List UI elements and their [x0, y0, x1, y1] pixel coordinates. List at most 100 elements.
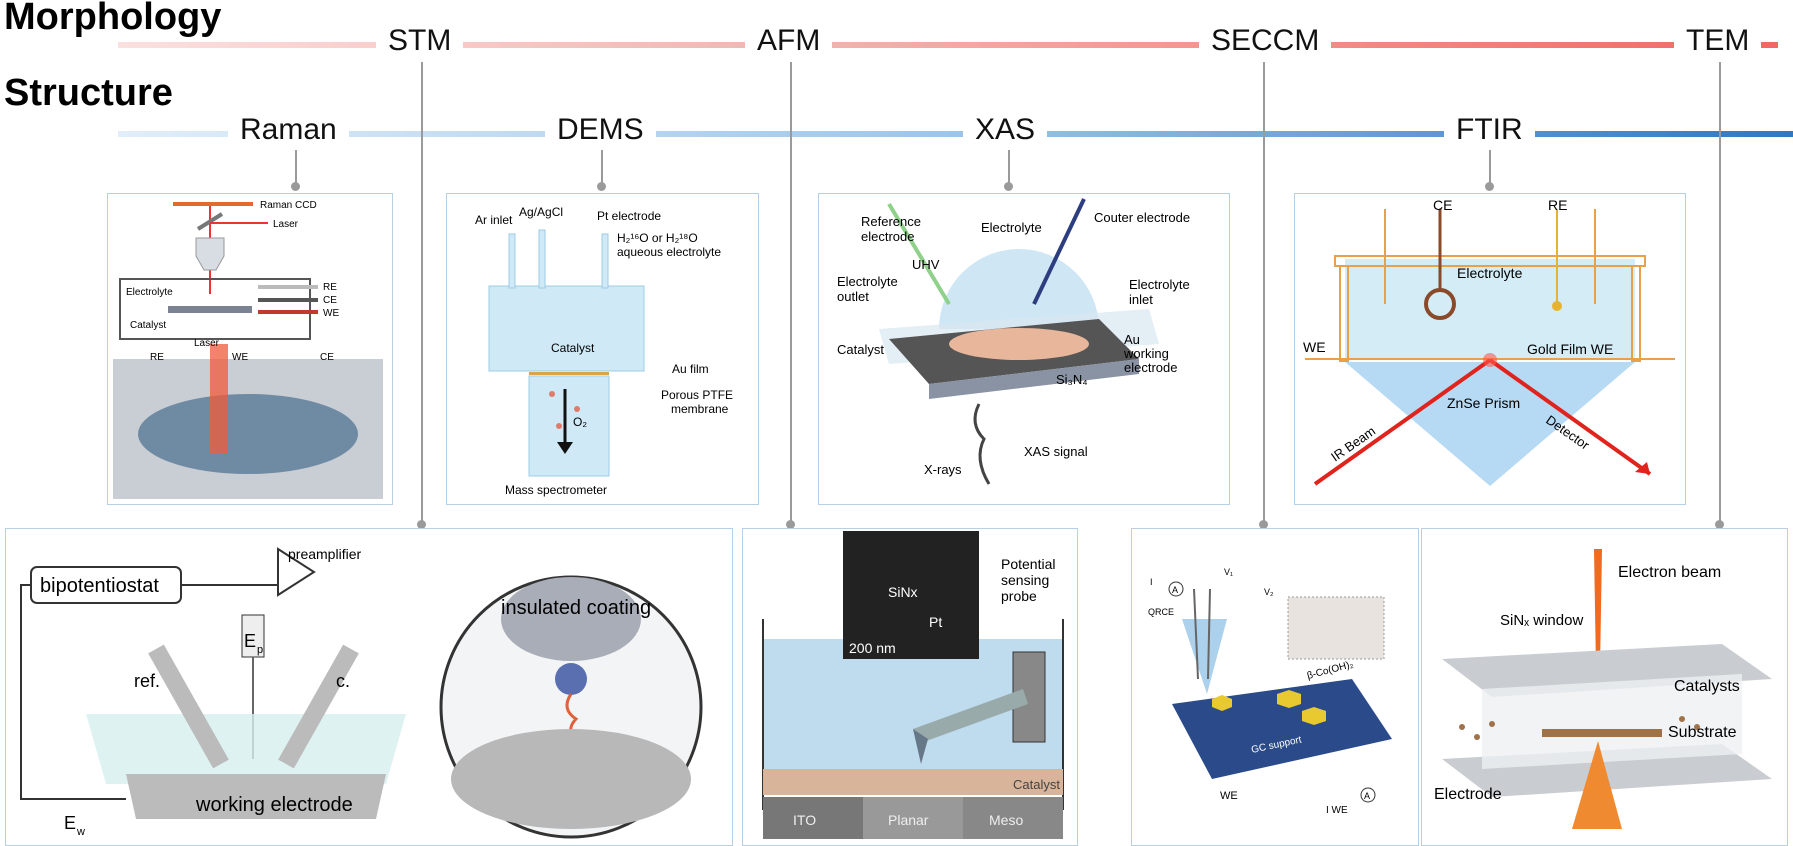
xas-au-label-3: electrode — [1124, 360, 1177, 375]
seccm-ammeter-label: A — [1172, 585, 1178, 595]
dems-aqueous-label: aqueous electrolyte — [617, 245, 721, 259]
tem-diagram: Electron beam SiNₓ window Catalysts Subs… — [1434, 549, 1772, 829]
xas-connector — [1008, 150, 1010, 186]
stm-connector-dot — [417, 520, 426, 529]
afm-ito-sample — [763, 797, 863, 839]
tem-catalyst-particle — [1489, 721, 1495, 727]
stm-ref-label: ref. — [134, 671, 160, 691]
raman-ccd-bar — [173, 202, 253, 206]
raman-panel: Raman CCD Laser Electrolyte Catalyst RE … — [107, 193, 393, 505]
seccm-optical-inset — [1287, 596, 1385, 660]
dems-o2-bubble — [574, 406, 580, 412]
afm-probe-label-1: Potential — [1001, 556, 1055, 572]
dems-ar-tube — [508, 233, 516, 289]
tech-xas: XAS — [963, 113, 1048, 147]
ftir-we-label: WE — [1303, 339, 1326, 355]
seccm-flake — [1212, 695, 1232, 711]
afm-sem-inset — [843, 531, 979, 659]
ftir-cell-right-wall — [1631, 265, 1641, 362]
tech-raman: Raman — [228, 113, 349, 147]
xas-connector-dot — [1004, 182, 1013, 191]
dems-o2-label: O₂ — [573, 415, 587, 429]
seccm-ammeter — [1168, 581, 1184, 597]
stm-connector — [421, 62, 423, 522]
raman-re-label: RE — [323, 282, 337, 293]
ftir-panel: CE RE Electrolyte WE Gold Film WE ZnSe P… — [1294, 193, 1686, 505]
afm-probe-label-2: sensing — [1001, 572, 1049, 588]
seccm-connector-dot — [1259, 520, 1268, 529]
tem-catalyst-particle — [1694, 724, 1700, 730]
tem-transmitted-cone — [1572, 741, 1622, 829]
afm-sinx-label: SiNx — [888, 584, 918, 600]
xas-panel: Reference electrode Electrolyte Couter e… — [818, 193, 1230, 505]
dems-ptfe-label-2: membrane — [671, 402, 729, 416]
stm-ew-sub: w — [76, 826, 85, 838]
ftir-diagram: CE RE Electrolyte WE Gold Film WE ZnSe P… — [1303, 197, 1675, 486]
stm-ew-label: E — [64, 813, 76, 833]
stm-ep-sub: p — [257, 644, 263, 656]
stm-reference-electrode — [148, 644, 229, 769]
seccm-qrce-wire — [1207, 588, 1211, 680]
ftir-ce-ring — [1424, 288, 1456, 320]
afm-probe-label-3: probe — [1001, 588, 1037, 604]
afm-tip — [913, 729, 928, 764]
raman-connector-dot — [291, 182, 300, 191]
stm-working-electrode — [126, 774, 386, 819]
xas-catalyst-label: Catalyst — [837, 342, 884, 357]
afm-meso-label: Meso — [989, 812, 1023, 828]
stm-c-label: c. — [336, 671, 350, 691]
dems-pt-label: Pt electrode — [597, 209, 661, 223]
xas-au-label-2: working — [1123, 346, 1169, 361]
dems-agcl-tube — [538, 229, 546, 289]
afm-diagram: SiNx Pt 200 nm Potential sensing probe C… — [762, 531, 1064, 839]
dems-o2-arrowhead — [557, 442, 573, 454]
ftir-ce-label: CE — [1433, 197, 1452, 213]
raman-laser-label: Laser — [273, 219, 299, 230]
dems-diagram: Ar inlet Ag/AgCl Pt electrode H₂¹⁶O or H… — [475, 205, 733, 497]
afm-connector-dot — [786, 520, 795, 529]
raman-electrolyte-label: Electrolyte — [126, 287, 173, 298]
afm-catalyst-layer — [763, 769, 1063, 795]
afm-meso-sample — [963, 797, 1063, 839]
xas-si3n4-label: Si₃N₄ — [1056, 372, 1088, 387]
xas-cell-side — [929, 359, 1139, 399]
dems-ar-label: Ar inlet — [475, 213, 513, 227]
dems-panel: Ar inlet Ag/AgCl Pt electrode H₂¹⁶O or H… — [446, 193, 759, 505]
afm-scale-label: 200 nm — [849, 640, 896, 656]
seccm-v1-label: V₁ — [1224, 567, 1233, 577]
tech-seccm: SECCM — [1199, 24, 1332, 58]
ftir-connector-dot — [1485, 182, 1494, 191]
seccm-we-label: WE — [1220, 790, 1238, 802]
raman-photo-laser — [210, 344, 228, 454]
stm-we-wire — [20, 584, 126, 800]
afm-catalyst-label: Catalyst — [1013, 777, 1060, 792]
stm-panel: bipotentiostat preamplifier E p working … — [5, 528, 733, 846]
raman-connector — [295, 150, 297, 186]
afm-planar-label: Planar — [888, 812, 929, 828]
tem-catalysts-label: Catalysts — [1674, 678, 1740, 695]
stm-ep-label: E — [244, 631, 256, 651]
seccm-panel: I A V₁ V₂ QRCE GC support β-Co(OH)₂ WE A… — [1131, 528, 1419, 846]
morphology-band — [118, 42, 1778, 48]
raman-objective — [195, 237, 225, 271]
afm-panel: SiNx Pt 200 nm Potential sensing probe C… — [742, 528, 1078, 846]
stm-electrolyte — [86, 714, 406, 784]
xas-electrolyte-label: Electrolyte — [981, 220, 1042, 235]
seccm-v2-label: V₂ — [1264, 587, 1274, 597]
stm-preamplifier-label: preamplifier — [288, 546, 361, 562]
xas-outlet-label-1: Electrolyte — [837, 274, 898, 289]
dems-ms-label: Mass spectrometer — [505, 483, 607, 497]
ftir-cell-left-wall — [1339, 265, 1349, 362]
tem-liquid-cell — [1482, 674, 1742, 769]
ftir-electrolyte-label: Electrolyte — [1457, 265, 1523, 281]
raman-photo-re-label: RE — [150, 352, 164, 363]
seccm-flake — [1277, 690, 1301, 708]
xas-counter-electrode — [1032, 198, 1086, 305]
raman-ccd-label: Raman CCD — [260, 200, 317, 211]
afm-pt-label: Pt — [929, 614, 942, 630]
seccm-we-ammeter — [1360, 787, 1376, 803]
ftir-connector — [1489, 150, 1491, 186]
seccm-coh-label: β-Co(OH)₂ — [1306, 659, 1355, 682]
stm-surface-atoms — [451, 729, 691, 829]
seccm-iwe-label: I — [1150, 577, 1153, 587]
